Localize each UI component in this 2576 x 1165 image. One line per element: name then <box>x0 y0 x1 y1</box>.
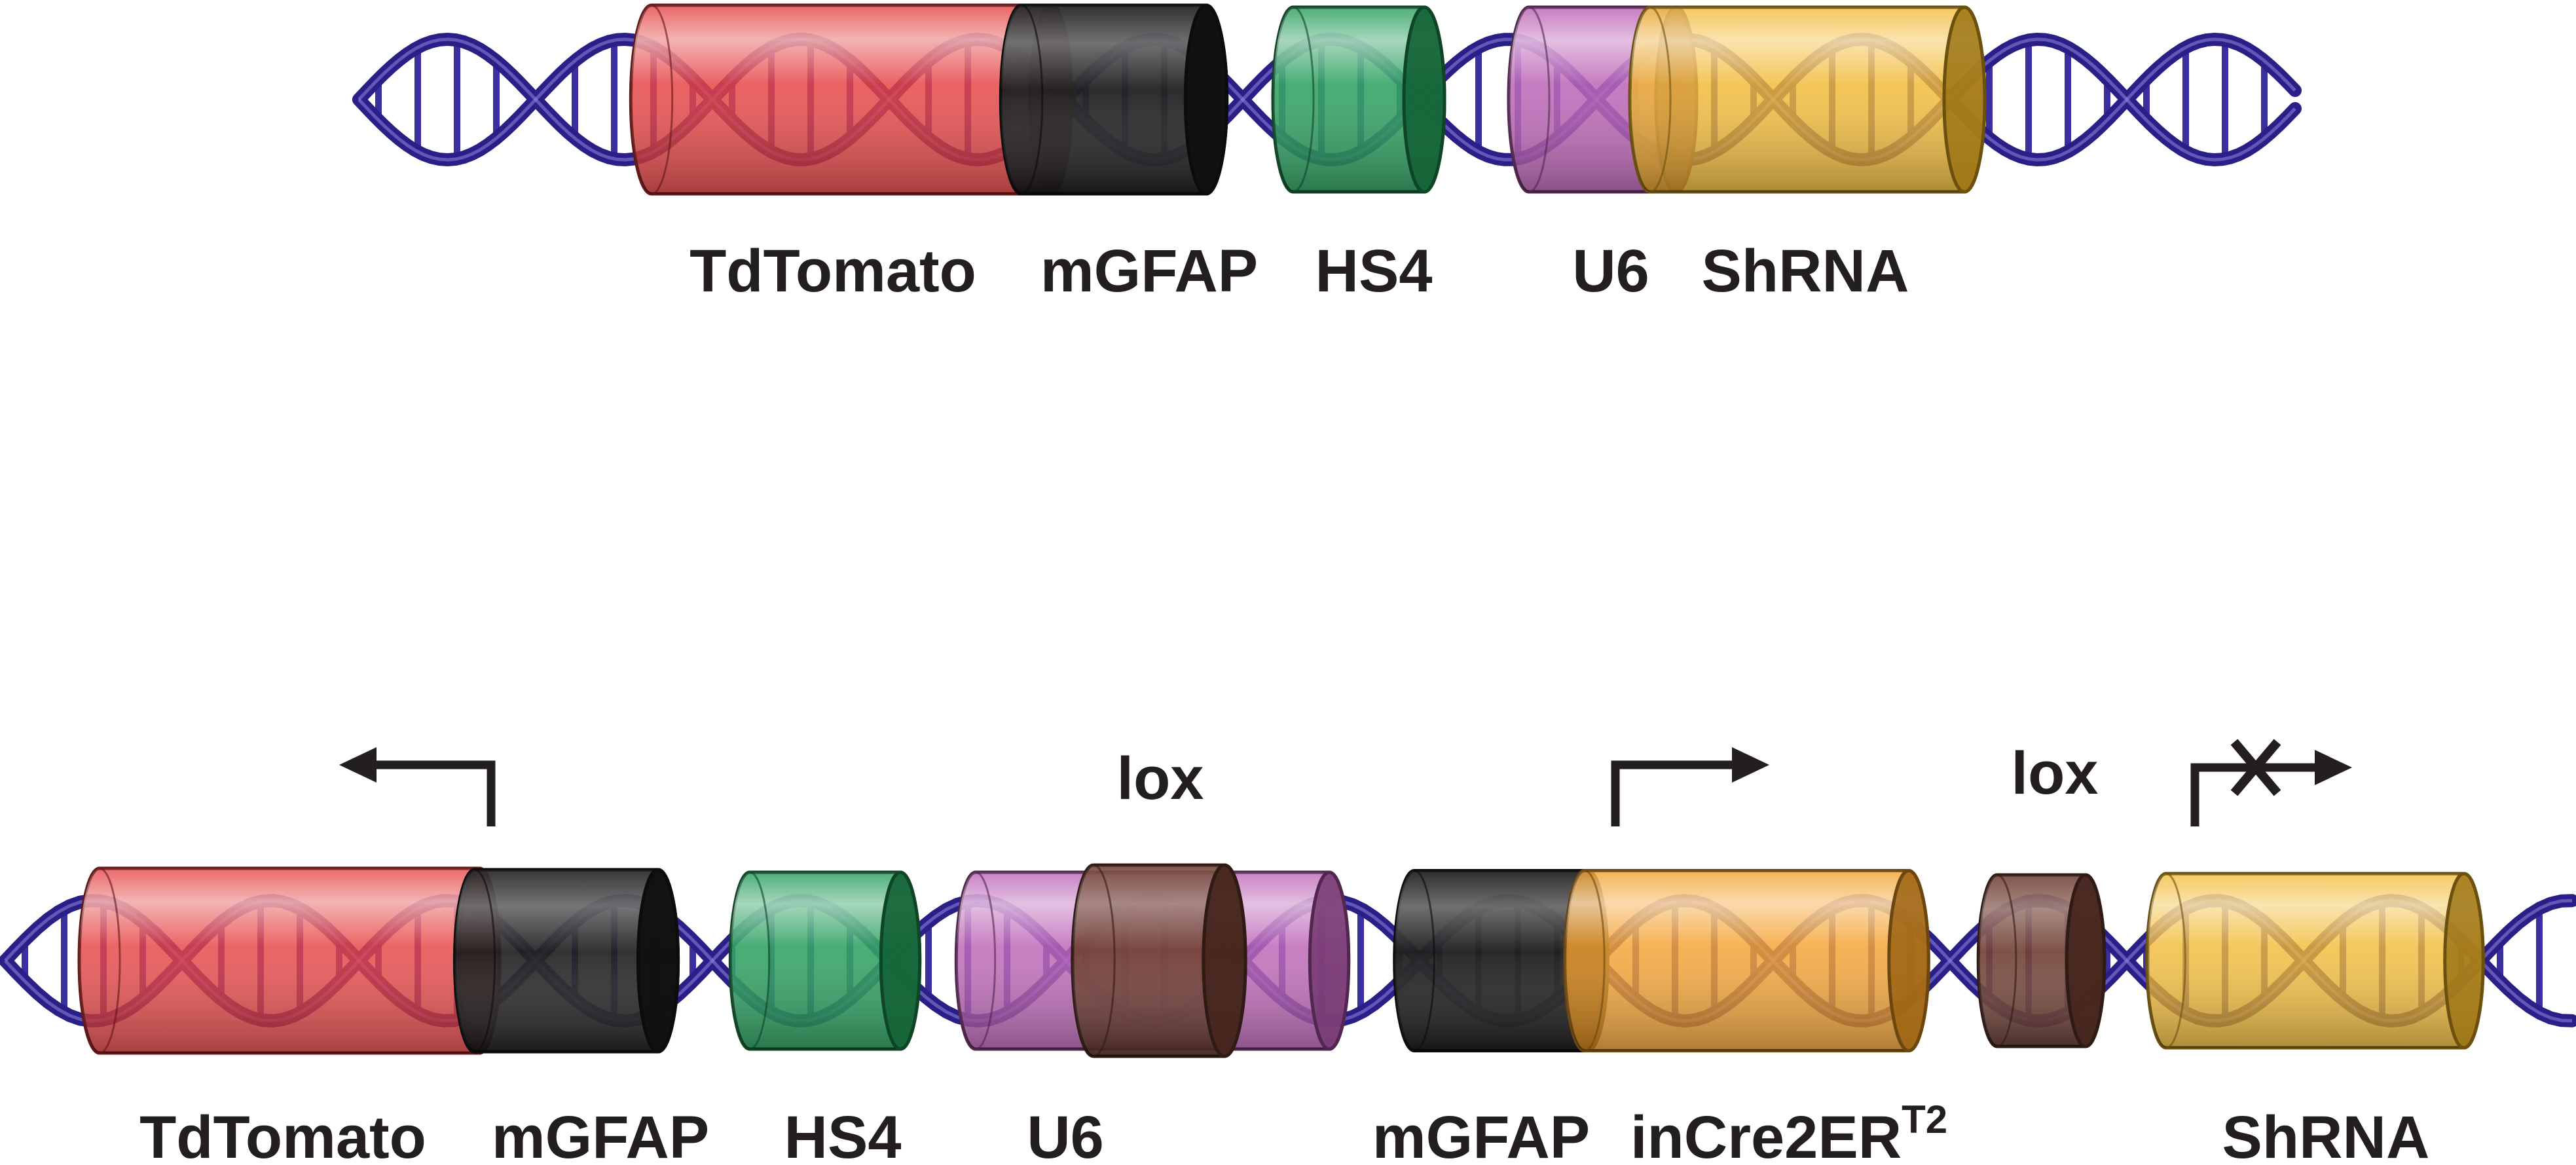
top-label-hs4: HS4 <box>1316 238 1433 305</box>
top-construct: TdTomato mGFAP HS4 U6 ShRNA <box>352 3 2302 305</box>
block-cross-icon <box>2230 739 2281 796</box>
bottom-hs4-cylinder <box>728 870 922 1051</box>
bottom-construct-elements <box>77 863 2485 1058</box>
top-hs4-cylinder-rim <box>1293 6 1315 193</box>
top-hs4-cylinder-shine <box>1272 7 1445 192</box>
bottom-label-hs4: HS4 <box>784 1104 902 1162</box>
bottom-label-mgfap-2: mGFAP <box>1372 1104 1590 1162</box>
bottom-lox-2-cylinder-cap <box>2065 873 2107 1048</box>
bottom-mgfap-cylinder-shine <box>454 870 678 1052</box>
bottom-label-lox-1: lox <box>1117 745 1204 812</box>
bottom-incre2er-cylinder-shine <box>1564 870 1929 1051</box>
bottom-u6-cylinder-rim <box>975 871 997 1050</box>
top-label-tdtomato: TdTomato <box>690 238 976 305</box>
bottom-label-shrna: ShRNA <box>2222 1104 2430 1162</box>
bottom-label-mgfap: mGFAP <box>492 1104 709 1162</box>
bottom-lox-2-cylinder <box>1976 873 2107 1048</box>
bottom-incre2er-cylinder-cap <box>1887 869 1930 1052</box>
bottom-u6-cylinder-cap <box>1308 870 1351 1051</box>
bottom-shrna-cylinder <box>2145 872 2485 1050</box>
mgfap-forward-promoter-arrow <box>1611 747 1769 826</box>
top-mgfap-cylinder-rim <box>1021 4 1044 195</box>
bottom-incre2er-cylinder-rim <box>1584 870 1606 1052</box>
bottom-label-lox-2: lox <box>2012 740 2099 807</box>
bottom-label-u6: U6 <box>1027 1104 1104 1162</box>
bottom-construct: lox lox TdTomato mGFAP HS4 U6 mGFAP inCr… <box>0 739 2576 1165</box>
bottom-lox-1-cylinder-rim <box>1093 864 1116 1058</box>
top-shrna-cylinder-cap <box>1942 5 1987 194</box>
top-label-mgfap: mGFAP <box>1040 238 1258 305</box>
bottom-shrna-cylinder-shine <box>2146 874 2484 1048</box>
top-mgfap-cylinder-shine <box>1001 5 1227 194</box>
top-u6-cylinder-rim <box>1528 6 1551 193</box>
top-label-u6: U6 <box>1572 238 1649 305</box>
bottom-tdtomato-cylinder-shine <box>79 868 500 1053</box>
bottom-incre2er-cylinder <box>1563 869 1930 1052</box>
bottom-tdtomato-cylinder-rim <box>99 867 121 1054</box>
bottom-mgfap-2-cylinder-rim <box>1414 870 1435 1052</box>
top-construct-elements <box>629 3 1987 196</box>
top-tdtomato-cylinder-rim <box>651 4 674 195</box>
top-mgfap-cylinder <box>999 3 1229 196</box>
top-tdtomato-cylinder-shine <box>631 5 1072 194</box>
top-hs4-cylinder <box>1271 5 1446 194</box>
top-label-shrna: ShRNA <box>1702 238 1909 305</box>
bottom-hs4-cylinder-rim <box>749 871 771 1050</box>
bottom-tdtomato-cylinder <box>77 866 502 1055</box>
top-shrna-cylinder-rim <box>1649 6 1672 193</box>
bottom-shrna-cylinder-rim <box>2165 872 2186 1049</box>
mgfap-reverse-promoter-arrow <box>339 747 496 826</box>
bottom-hs4-cylinder-cap <box>879 870 922 1051</box>
top-shrna-cylinder <box>1628 5 1987 194</box>
bottom-mgfap-cylinder-cap <box>636 868 680 1054</box>
bottom-lox-1-cylinder <box>1071 863 1247 1058</box>
top-mgfap-cylinder-cap <box>1183 3 1229 196</box>
bottom-hs4-cylinder-shine <box>730 872 920 1049</box>
u6-blocked-promoter-arrow <box>2190 739 2352 826</box>
bottom-mgfap-cylinder <box>452 868 680 1054</box>
bottom-mgfap-2-cylinder-shine <box>1394 870 1608 1051</box>
incre2er-text: inCre2ER <box>1630 1104 1902 1162</box>
bottom-label-tdtomato: TdTomato <box>139 1104 426 1162</box>
top-tdtomato-cylinder <box>629 3 1074 196</box>
bottom-mgfap-cylinder-rim <box>474 868 496 1053</box>
bottom-label-incre2er: inCre2ERT2 <box>1630 1098 1947 1162</box>
bottom-lox-2-cylinder-rim <box>1996 874 2017 1048</box>
top-shrna-cylinder-shine <box>1629 7 1985 192</box>
bottom-lox-1-cylinder-cap <box>1202 863 1247 1058</box>
bottom-shrna-cylinder-cap <box>2443 872 2485 1050</box>
top-hs4-cylinder-cap <box>1402 5 1446 194</box>
bottom-lox-1-cylinder-shine <box>1072 865 1246 1056</box>
incre2er-superscript: T2 <box>1902 1098 1947 1141</box>
